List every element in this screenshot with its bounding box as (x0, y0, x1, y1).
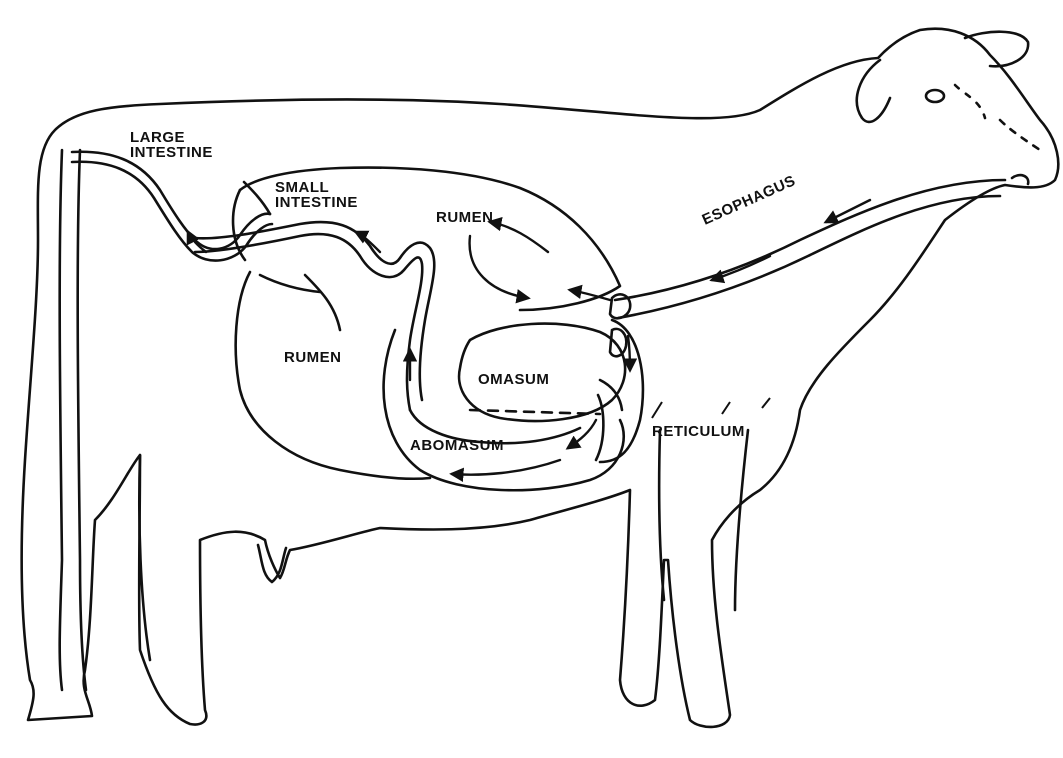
label-small-intestine-line1: SMALL (275, 180, 358, 195)
label-rumen-left: RUMEN (284, 350, 342, 365)
label-large-intestine-line1: LARGE (130, 130, 213, 145)
arrow-rumen-up (490, 222, 548, 252)
arrow-reticulum-down (628, 336, 630, 370)
label-reticulum: RETICULUM (652, 424, 745, 439)
label-large-intestine-line2: INTESTINE (130, 145, 213, 160)
label-small-intestine: SMALL INTESTINE (275, 180, 358, 210)
label-large-intestine: LARGE INTESTINE (130, 130, 213, 160)
ear-outline (857, 60, 890, 122)
eye (926, 90, 944, 102)
esophagus-tube (615, 180, 1005, 300)
rumen-lower-sac (236, 272, 430, 479)
arrow-small-intestine (356, 232, 380, 252)
label-rumen-top: RUMEN (436, 210, 494, 225)
label-abomasum: ABOMASUM (410, 438, 504, 453)
arrow-omasum-out (568, 420, 596, 448)
reticulum-outline (600, 320, 643, 462)
label-omasum: OMASUM (478, 372, 549, 387)
tail (60, 150, 62, 690)
arrow-abomasum (452, 460, 560, 475)
label-small-intestine-line2: INTESTINE (275, 195, 358, 210)
arrow-rumen-mix (470, 236, 528, 298)
